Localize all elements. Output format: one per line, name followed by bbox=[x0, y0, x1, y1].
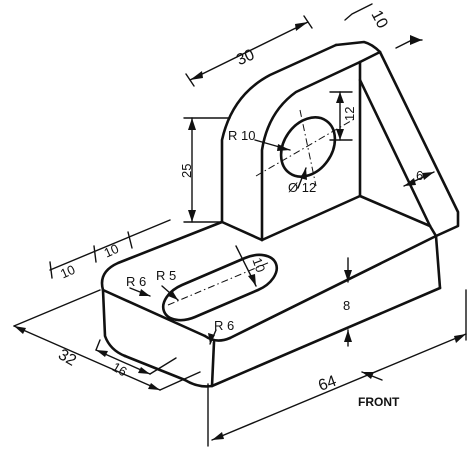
upright-top-edge bbox=[334, 40, 382, 54]
slot-centerline bbox=[167, 261, 271, 306]
dim-64-ext bbox=[207, 289, 467, 447]
arrow-8-top bbox=[344, 270, 352, 282]
label-r6-left: R 6 bbox=[126, 274, 146, 289]
label-10-mid: 10 bbox=[102, 241, 121, 261]
arrowheads bbox=[14, 22, 466, 440]
hole-centerline-v bbox=[299, 109, 317, 187]
arrow-25-top bbox=[188, 118, 196, 130]
base-right-edge bbox=[434, 234, 442, 290]
base-left-face bbox=[101, 288, 127, 358]
label-dia12: Ø 12 bbox=[288, 180, 316, 195]
label-r10: R 10 bbox=[228, 128, 255, 143]
dim-25-ext bbox=[183, 117, 231, 223]
dim-10-top-line bbox=[344, 3, 373, 21]
arrow-12-bottom bbox=[336, 129, 344, 140]
label-32: 32 bbox=[55, 346, 79, 370]
arrow-r10 bbox=[277, 144, 290, 151]
label-10-left: 10 bbox=[58, 262, 77, 282]
label-64: 64 bbox=[316, 373, 339, 395]
dimension-labels: 30 10 12 R 10 25 Ø 12 6 10 10 R 6 R 5 10… bbox=[55, 8, 423, 409]
arrow-32-left bbox=[14, 326, 26, 334]
base-front-corner-top bbox=[203, 334, 232, 342]
arrow-32-right bbox=[148, 383, 160, 390]
base-bottom-left-edge bbox=[123, 354, 214, 388]
label-slot-10: 10 bbox=[249, 256, 268, 275]
label-30: 30 bbox=[234, 46, 257, 69]
arrow-front bbox=[362, 372, 374, 379]
dim-32-ext bbox=[13, 289, 201, 391]
base-front-vertical bbox=[210, 340, 216, 388]
arrow-dia12 bbox=[300, 168, 307, 180]
dim-32-line bbox=[13, 325, 161, 391]
dim-16-ext bbox=[95, 339, 177, 375]
label-8: 8 bbox=[343, 298, 350, 313]
object-outline bbox=[100, 40, 460, 388]
arrow-25-bottom bbox=[188, 210, 196, 222]
upright-foot-left bbox=[220, 220, 264, 242]
label-25: 25 bbox=[179, 164, 194, 178]
arrow-64-left bbox=[212, 432, 224, 440]
hole-centerline-h bbox=[255, 117, 357, 177]
dim-30-line bbox=[189, 21, 309, 81]
arrow-8-bottom bbox=[344, 330, 352, 342]
dimension-lines bbox=[13, 3, 467, 447]
arrow-6-rib-right bbox=[422, 172, 434, 180]
label-front: FRONT bbox=[358, 395, 400, 409]
dim-64-line bbox=[211, 333, 467, 441]
label-r6-front: R 6 bbox=[214, 318, 234, 333]
upright-bottom-edge bbox=[260, 194, 362, 242]
arrow-16-left bbox=[96, 350, 108, 357]
base-top-front-edge bbox=[101, 288, 207, 338]
arrow-slot-10 bbox=[248, 274, 256, 286]
arrow-30-left bbox=[190, 71, 203, 80]
upright-top-back bbox=[358, 50, 382, 64]
dim-10-10-line bbox=[49, 219, 171, 271]
rib-outer-edge bbox=[378, 50, 460, 238]
base-bottom-right-edge bbox=[210, 286, 442, 388]
rib-corner bbox=[428, 224, 438, 238]
label-12: 12 bbox=[342, 107, 357, 121]
arrow-r6-front bbox=[208, 333, 215, 344]
dim-12-ext bbox=[329, 91, 353, 141]
base-top-back-edge bbox=[100, 220, 224, 292]
arrow-16-right bbox=[138, 367, 150, 374]
center-lines bbox=[167, 109, 357, 306]
label-r5: R 5 bbox=[156, 268, 176, 283]
label-6-rib: 6 bbox=[416, 168, 423, 183]
arrow-6-rib-left bbox=[404, 178, 416, 186]
arrow-r6-left bbox=[139, 289, 150, 296]
upright-outer-profile bbox=[220, 43, 338, 224]
arrow-10-top bbox=[410, 35, 422, 45]
upright-front-profile bbox=[260, 60, 362, 242]
base-top-right-edge bbox=[228, 234, 438, 340]
arrow-64-right bbox=[454, 334, 466, 343]
upright-hole bbox=[279, 116, 337, 178]
label-10-top: 10 bbox=[367, 8, 390, 32]
label-16: 16 bbox=[110, 359, 130, 379]
arrow-30-right bbox=[295, 22, 308, 31]
arrow-12-top bbox=[336, 92, 344, 103]
arrow-r5 bbox=[168, 290, 178, 300]
rib-base-line bbox=[358, 194, 432, 228]
rib-inner-edge bbox=[358, 78, 432, 228]
base-slot bbox=[161, 253, 279, 322]
dim-10-10-ext bbox=[49, 231, 133, 279]
